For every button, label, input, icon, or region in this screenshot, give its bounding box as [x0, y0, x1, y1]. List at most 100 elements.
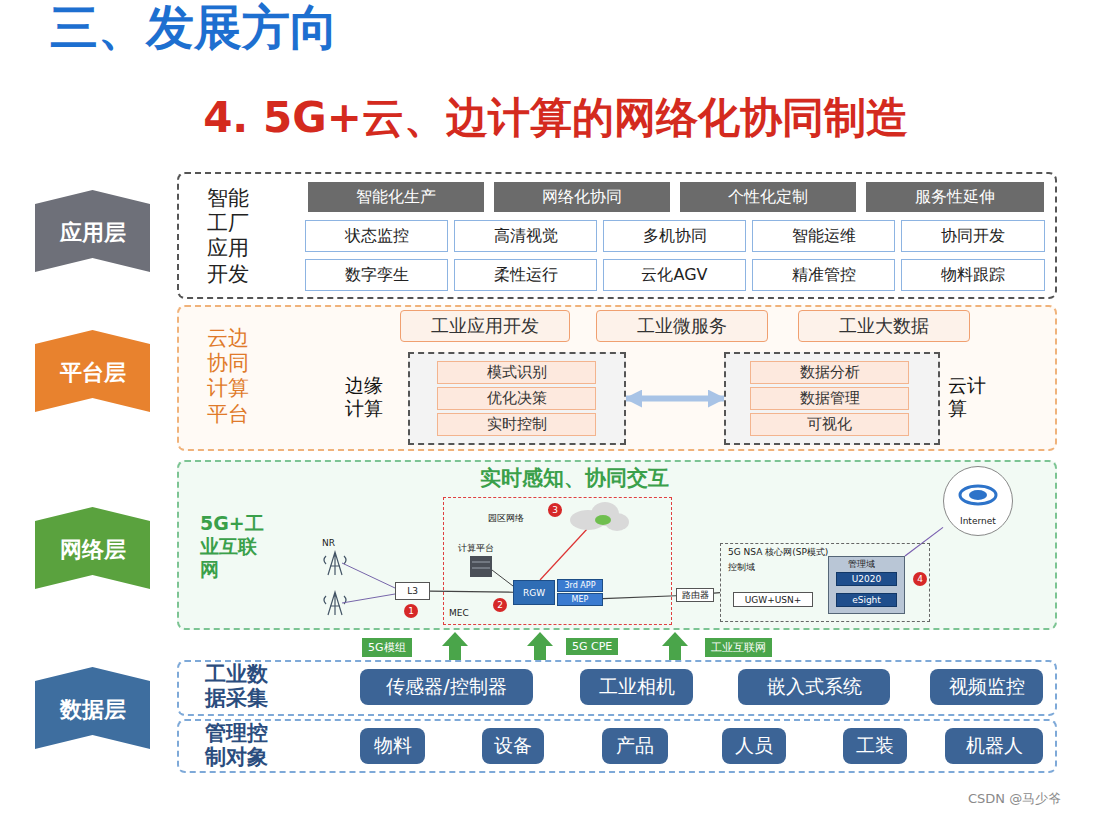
node-label: 高清视觉	[494, 226, 558, 247]
layer-panel: 智能化生产网络化协同个性化定制服务性延伸状态监控高清视觉多机协同智能运维协同开发…	[177, 172, 1057, 299]
node-label: 优化决策	[487, 389, 547, 408]
layer-panel: L3RGW3rd APPMEPMEC路由器UGW+USN+U2020eSight…	[177, 460, 1057, 630]
node-label: 协同开发	[941, 226, 1005, 247]
function-box: 物料	[360, 728, 425, 764]
node-label: L3	[407, 586, 418, 596]
node-label: 产品	[616, 733, 654, 759]
node-label: 智能化生产	[356, 187, 436, 208]
compute-group: 数据分析数据管理可视化云计算	[724, 352, 940, 445]
function-box: eSight	[836, 593, 897, 607]
node-heading: Internet	[960, 516, 996, 526]
callout-number: 4	[913, 572, 927, 586]
uplink-arrow	[442, 632, 688, 660]
node-label: 平台层	[60, 354, 126, 388]
badge-shape	[35, 190, 150, 272]
node-label: 模式识别	[487, 363, 547, 382]
function-box: 实时控制	[437, 413, 596, 436]
function-box: RGW	[513, 580, 555, 605]
node-label: 人员	[735, 733, 773, 759]
function-box: 智能运维	[752, 220, 895, 252]
node-heading: 管理控制对象	[205, 722, 271, 769]
node-label: 工业相机	[599, 674, 675, 700]
access-tag: 5G CPE	[566, 638, 618, 655]
node-label: 柔性运行	[494, 265, 558, 286]
function-box: 优化决策	[437, 387, 596, 410]
node-label: 数据分析	[800, 363, 860, 382]
function-box: 设备	[482, 728, 544, 764]
node-heading: 云计算	[948, 374, 990, 420]
node-heading: 实时感知、协同交互	[480, 464, 669, 492]
node-heading: 云边协同计算平台	[207, 326, 253, 427]
node-label: 网络化协同	[542, 187, 622, 208]
layer-badge: 数据层	[35, 667, 150, 749]
connector	[626, 396, 724, 402]
node-label: MEP	[572, 595, 589, 604]
function-box: 工业大数据	[798, 310, 970, 342]
badge-shape	[35, 330, 150, 412]
node-label: 工装	[856, 733, 894, 759]
layer-panel: 工业应用开发工业微服务工业大数据模式识别优化决策实时控制边缘计算数据分析数据管理…	[177, 305, 1057, 451]
subtitle: 4. 5G+云、边计算的网络化协同制造	[0, 90, 1111, 146]
function-box: 协同开发	[901, 220, 1045, 252]
platform-ground	[177, 305, 1057, 451]
device-label: 园区网络	[488, 512, 524, 525]
globe-icon	[969, 490, 987, 500]
node-heading: 控制域	[728, 561, 755, 574]
management-box: U2020 eSight 管理域	[828, 556, 905, 614]
access-tag: 工业互联网	[705, 638, 772, 657]
node-heading: 工业数据采集	[205, 663, 271, 710]
compute-group: 模式识别优化决策实时控制边缘计算	[408, 352, 626, 445]
node-label: 工业微服务	[637, 314, 727, 338]
node-label: 工业大数据	[839, 314, 929, 338]
node-label: 可视化	[807, 415, 852, 434]
globe-icon	[960, 486, 996, 504]
function-box: 高清视觉	[454, 220, 597, 252]
callout-number: 3	[548, 503, 562, 517]
node-label: U2020	[852, 574, 882, 584]
function-box: 路由器	[676, 588, 714, 602]
function-box: 智能化生产	[307, 181, 485, 213]
node-label: 云化AGV	[641, 265, 707, 286]
node-label: RGW	[523, 588, 545, 598]
cloud-icon	[540, 502, 629, 580]
node-label: 路由器	[682, 589, 709, 602]
function-box: 模式识别	[437, 361, 596, 384]
function-box: L3	[395, 582, 430, 600]
function-box: 个性化定制	[679, 181, 857, 213]
network-ground	[177, 460, 1057, 630]
function-box: UGW+USN+	[733, 592, 813, 607]
watermark: CSDN @马少爷	[968, 790, 1061, 808]
node-label: 3rd APP	[565, 581, 596, 590]
node-heading: 管理域	[848, 558, 875, 571]
node-label: 网络层	[60, 531, 126, 565]
function-box: 视频监控	[930, 669, 1043, 705]
node-label: 设备	[494, 733, 532, 759]
connector	[905, 527, 943, 556]
node-label: 嵌入式系统	[767, 674, 862, 700]
node-label: eSight	[852, 595, 881, 605]
function-box: 嵌入式系统	[738, 669, 890, 705]
callout-number: 1	[404, 604, 418, 618]
function-box: 精准管控	[752, 259, 895, 291]
layer-badge: 网络层	[35, 507, 150, 589]
function-box: 工装	[843, 728, 907, 764]
function-box: U2020	[836, 572, 897, 586]
node-label: 传感器/控制器	[386, 674, 506, 700]
radio-link	[342, 563, 395, 603]
node-label: 多机协同	[643, 226, 707, 247]
node-label: 状态监控	[345, 226, 409, 247]
function-box: 云化AGV	[603, 259, 746, 291]
node-label: 数据层	[60, 691, 126, 725]
function-box: 柔性运行	[454, 259, 597, 291]
function-box: 工业相机	[580, 669, 693, 705]
badge-shape	[35, 667, 150, 749]
layer-panel: 物料 设备 产品 人员 工装 机器人 管理控制对象	[177, 719, 1057, 773]
antenna	[324, 552, 346, 615]
callout-number: 2	[493, 598, 507, 612]
node-label: 实时控制	[487, 415, 547, 434]
function-box: 工业微服务	[596, 310, 768, 342]
node-label: 机器人	[966, 733, 1023, 759]
function-box: 数据管理	[750, 387, 909, 410]
layer-panel: 传感器/控制器 工业相机 嵌入式系统 视频监控 工业数据采集	[177, 660, 1057, 716]
node-label: 智能运维	[792, 226, 856, 247]
